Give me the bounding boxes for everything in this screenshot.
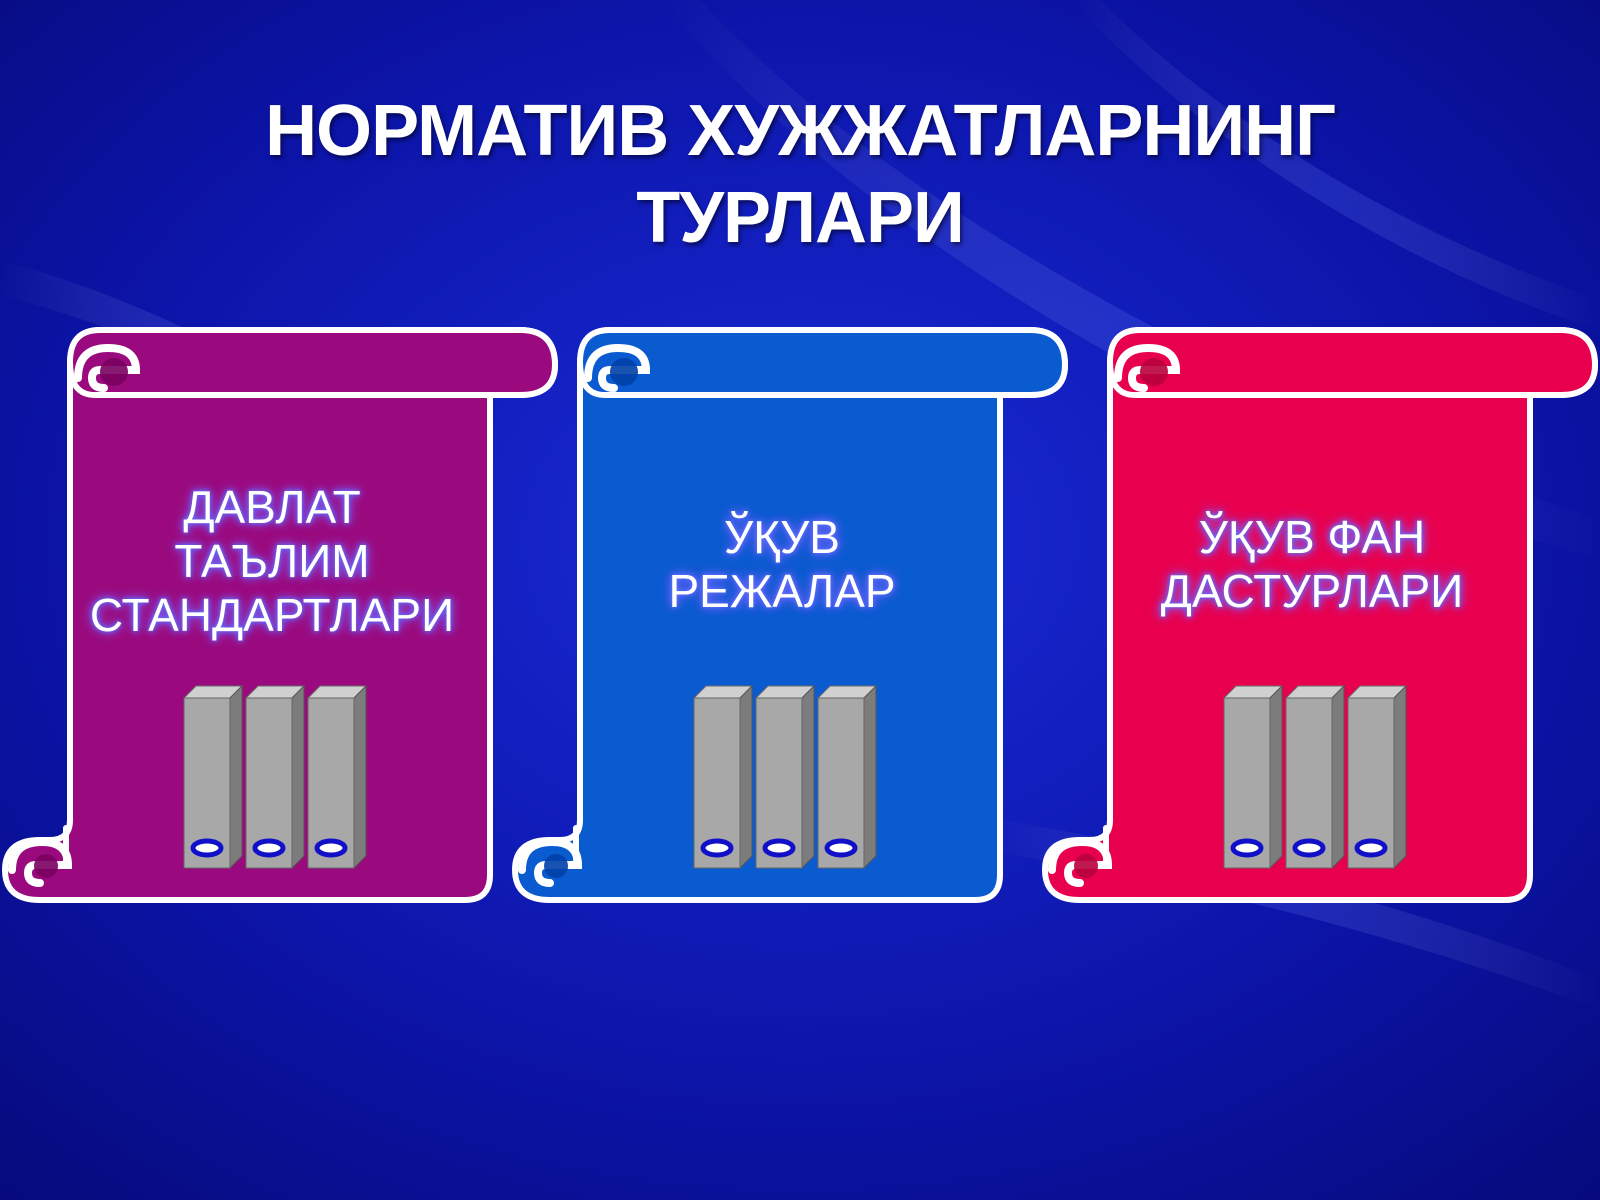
card-label-line: ЎҚУВ ФАН [1198, 511, 1426, 563]
slide-title-line-1: НОРМАТИВ ХУЖЖАТЛАРНИНГ [265, 91, 1336, 171]
binder-icon [1346, 684, 1408, 870]
card-label-line: СТАНДАРТЛАРИ [89, 589, 455, 641]
card-label-line: ТАЪЛИМ [174, 535, 370, 587]
card-label-line: ДАВЛАТ [183, 481, 361, 533]
card-label-line: ДАСТУРЛАРИ [1160, 565, 1464, 617]
scroll-shape [512, 327, 1069, 903]
binder-icon [306, 684, 368, 870]
binders-group [1222, 684, 1408, 870]
binders-group [692, 684, 878, 870]
binder-icon [816, 684, 878, 870]
binders-group [182, 684, 368, 870]
binder-icon [754, 684, 816, 870]
binder-icon [1284, 684, 1346, 870]
slide-title-line-2: ТУРЛАРИ [636, 178, 965, 258]
binder-icon [244, 684, 306, 870]
binder-icon [1222, 684, 1284, 870]
card-label-line: РЕЖАЛАР [668, 565, 896, 617]
binder-icon [182, 684, 244, 870]
scroll-shape [2, 327, 559, 903]
scroll-shape [1042, 327, 1599, 903]
binder-icon [692, 684, 754, 870]
card-label-line: ЎҚУВ [724, 511, 840, 563]
